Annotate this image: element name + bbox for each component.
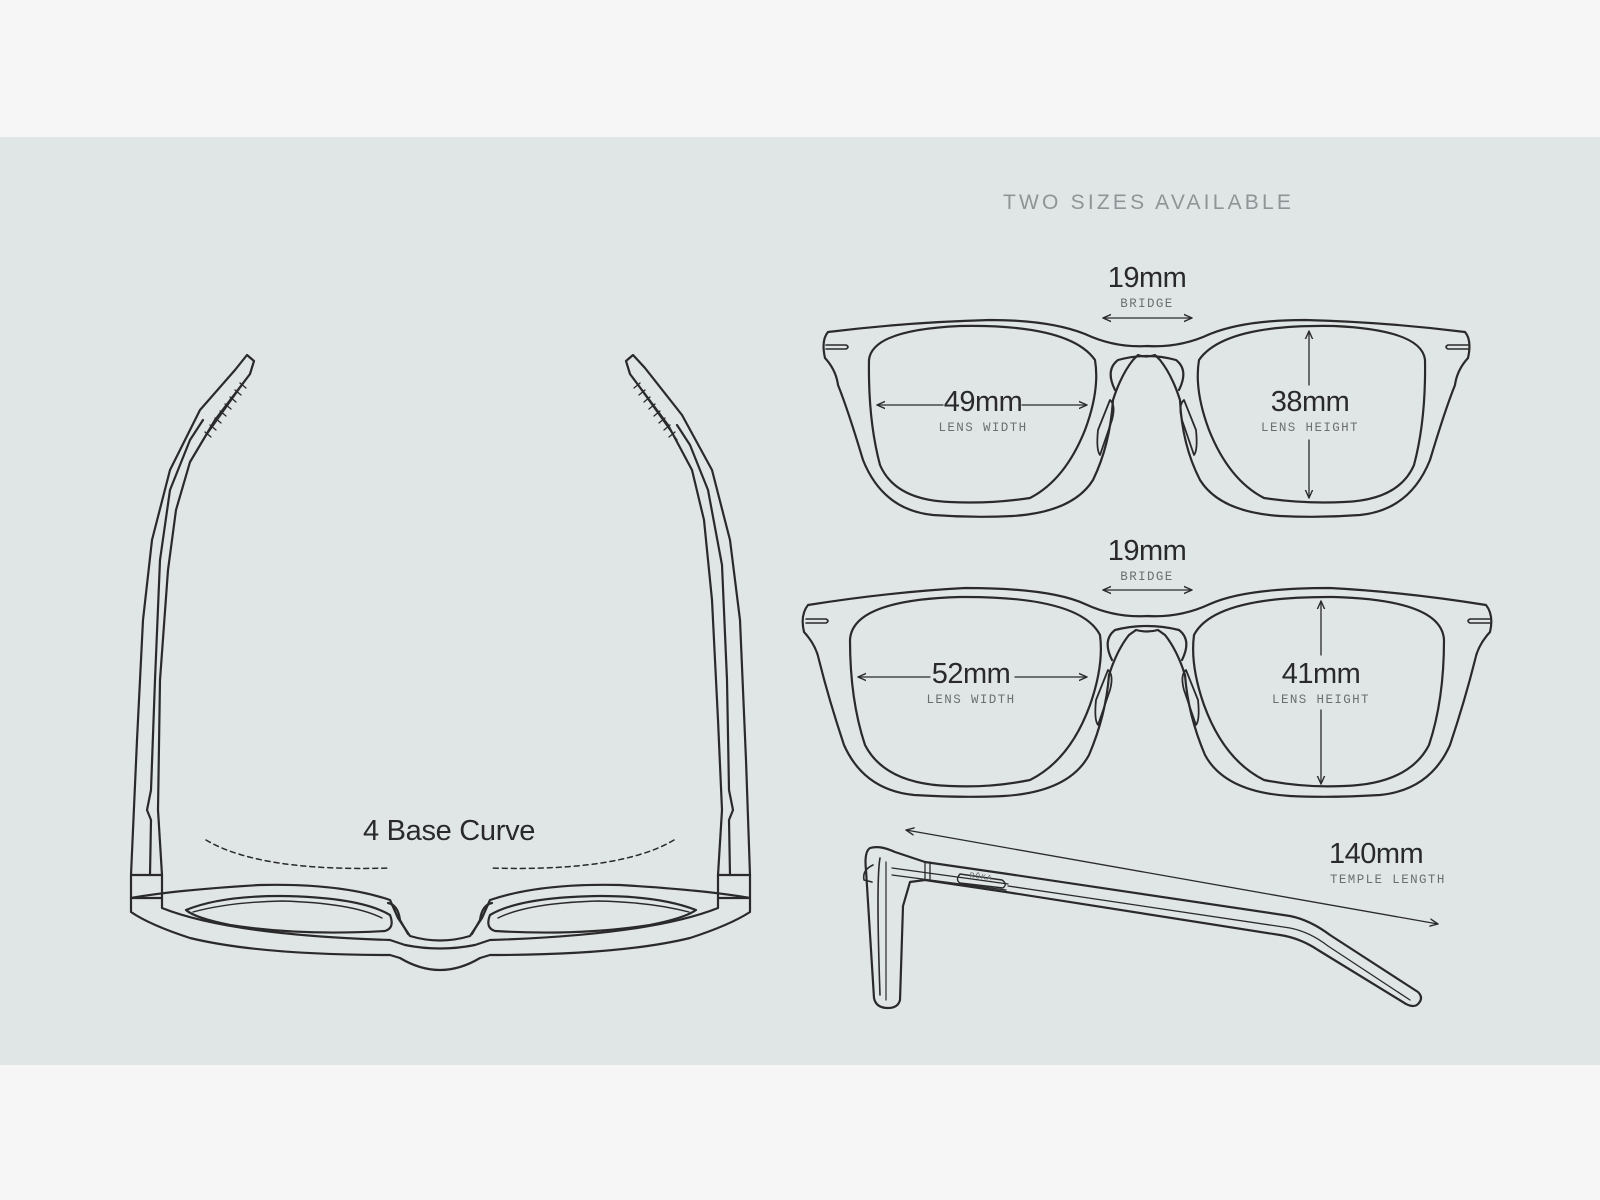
size1-lens-width-label: LENS WIDTH — [938, 421, 1028, 435]
size1-bridge-value: 19mm — [1107, 262, 1187, 294]
side-view-glasses — [862, 830, 1438, 1010]
size1-lens-height-value: 38mm — [1270, 386, 1350, 418]
temple-length-label: TEMPLE LENGTH — [1330, 873, 1446, 887]
sizes-heading: TWO SIZES AVAILABLE — [1003, 191, 1295, 214]
top-view-glasses — [129, 353, 752, 972]
size2-lens-height-value: 41mm — [1281, 658, 1361, 690]
size2-lens-width-label: LENS WIDTH — [926, 693, 1016, 707]
size2-lens-height-label: LENS HEIGHT — [1272, 693, 1370, 707]
front-view-size-2 — [801, 588, 1493, 798]
size2-bridge-label: BRIDGE — [1120, 570, 1174, 584]
size1-lens-width-value: 49mm — [943, 386, 1023, 418]
size2-lens-width-value: 52mm — [931, 658, 1011, 690]
base-curve-label: 4 Base Curve — [363, 815, 536, 847]
size1-lens-height-label: LENS HEIGHT — [1261, 421, 1359, 435]
front-view-size-1 — [822, 318, 1471, 518]
size1-bridge-label: BRIDGE — [1120, 297, 1174, 311]
size2-bridge-value: 19mm — [1107, 535, 1187, 567]
temple-length-value: 140mm — [1329, 838, 1424, 870]
